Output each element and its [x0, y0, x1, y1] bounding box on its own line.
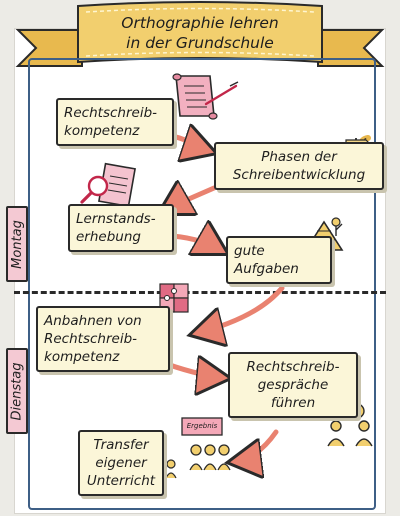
lane-label-montag: Montag — [6, 206, 28, 282]
node-gespraeche: Rechtschreib- gespräche führen — [228, 352, 358, 418]
banner-left-tail — [15, 29, 83, 67]
page-title: Orthographie lehren in der Grundschule — [121, 14, 279, 52]
node-anbahnen: Anbahnen von Rechtschreib- kompetenz — [36, 306, 170, 372]
arrow-aufgaben-anbahnen — [194, 285, 285, 334]
magnifier-document-icon — [80, 162, 136, 208]
puzzle-icon — [159, 283, 189, 313]
group-results-icon — [165, 417, 231, 479]
arrow-lernstand-aufgaben — [169, 236, 224, 252]
arrow-gespraeche-transfer — [232, 429, 279, 462]
banner-stitch — [85, 7, 315, 57]
node-lernstand: Lernstands- erhebung — [68, 204, 174, 252]
title-banner — [15, 1, 385, 67]
node-rechtschreibkompetenz: Rechtschreib- kompetenz — [56, 98, 174, 146]
results-card-label: Ergebnis — [186, 422, 218, 430]
lane-label-montag-text: Montag — [9, 219, 25, 269]
lane-label-dienstag-text: Dienstag — [9, 362, 25, 420]
node-aufgaben: gute Aufgaben — [226, 236, 332, 284]
lane-label-dienstag: Dienstag — [6, 348, 28, 434]
content-frame — [28, 58, 376, 510]
lane-separator — [14, 291, 386, 294]
arrow-rechtschreibkompetenz-phasen — [169, 136, 212, 152]
node-transfer: Transfer eigener Unterricht — [78, 430, 164, 496]
node-phasen: Phasen der Schreibentwicklung — [214, 142, 384, 190]
scroll-quill-icon — [172, 73, 239, 120]
